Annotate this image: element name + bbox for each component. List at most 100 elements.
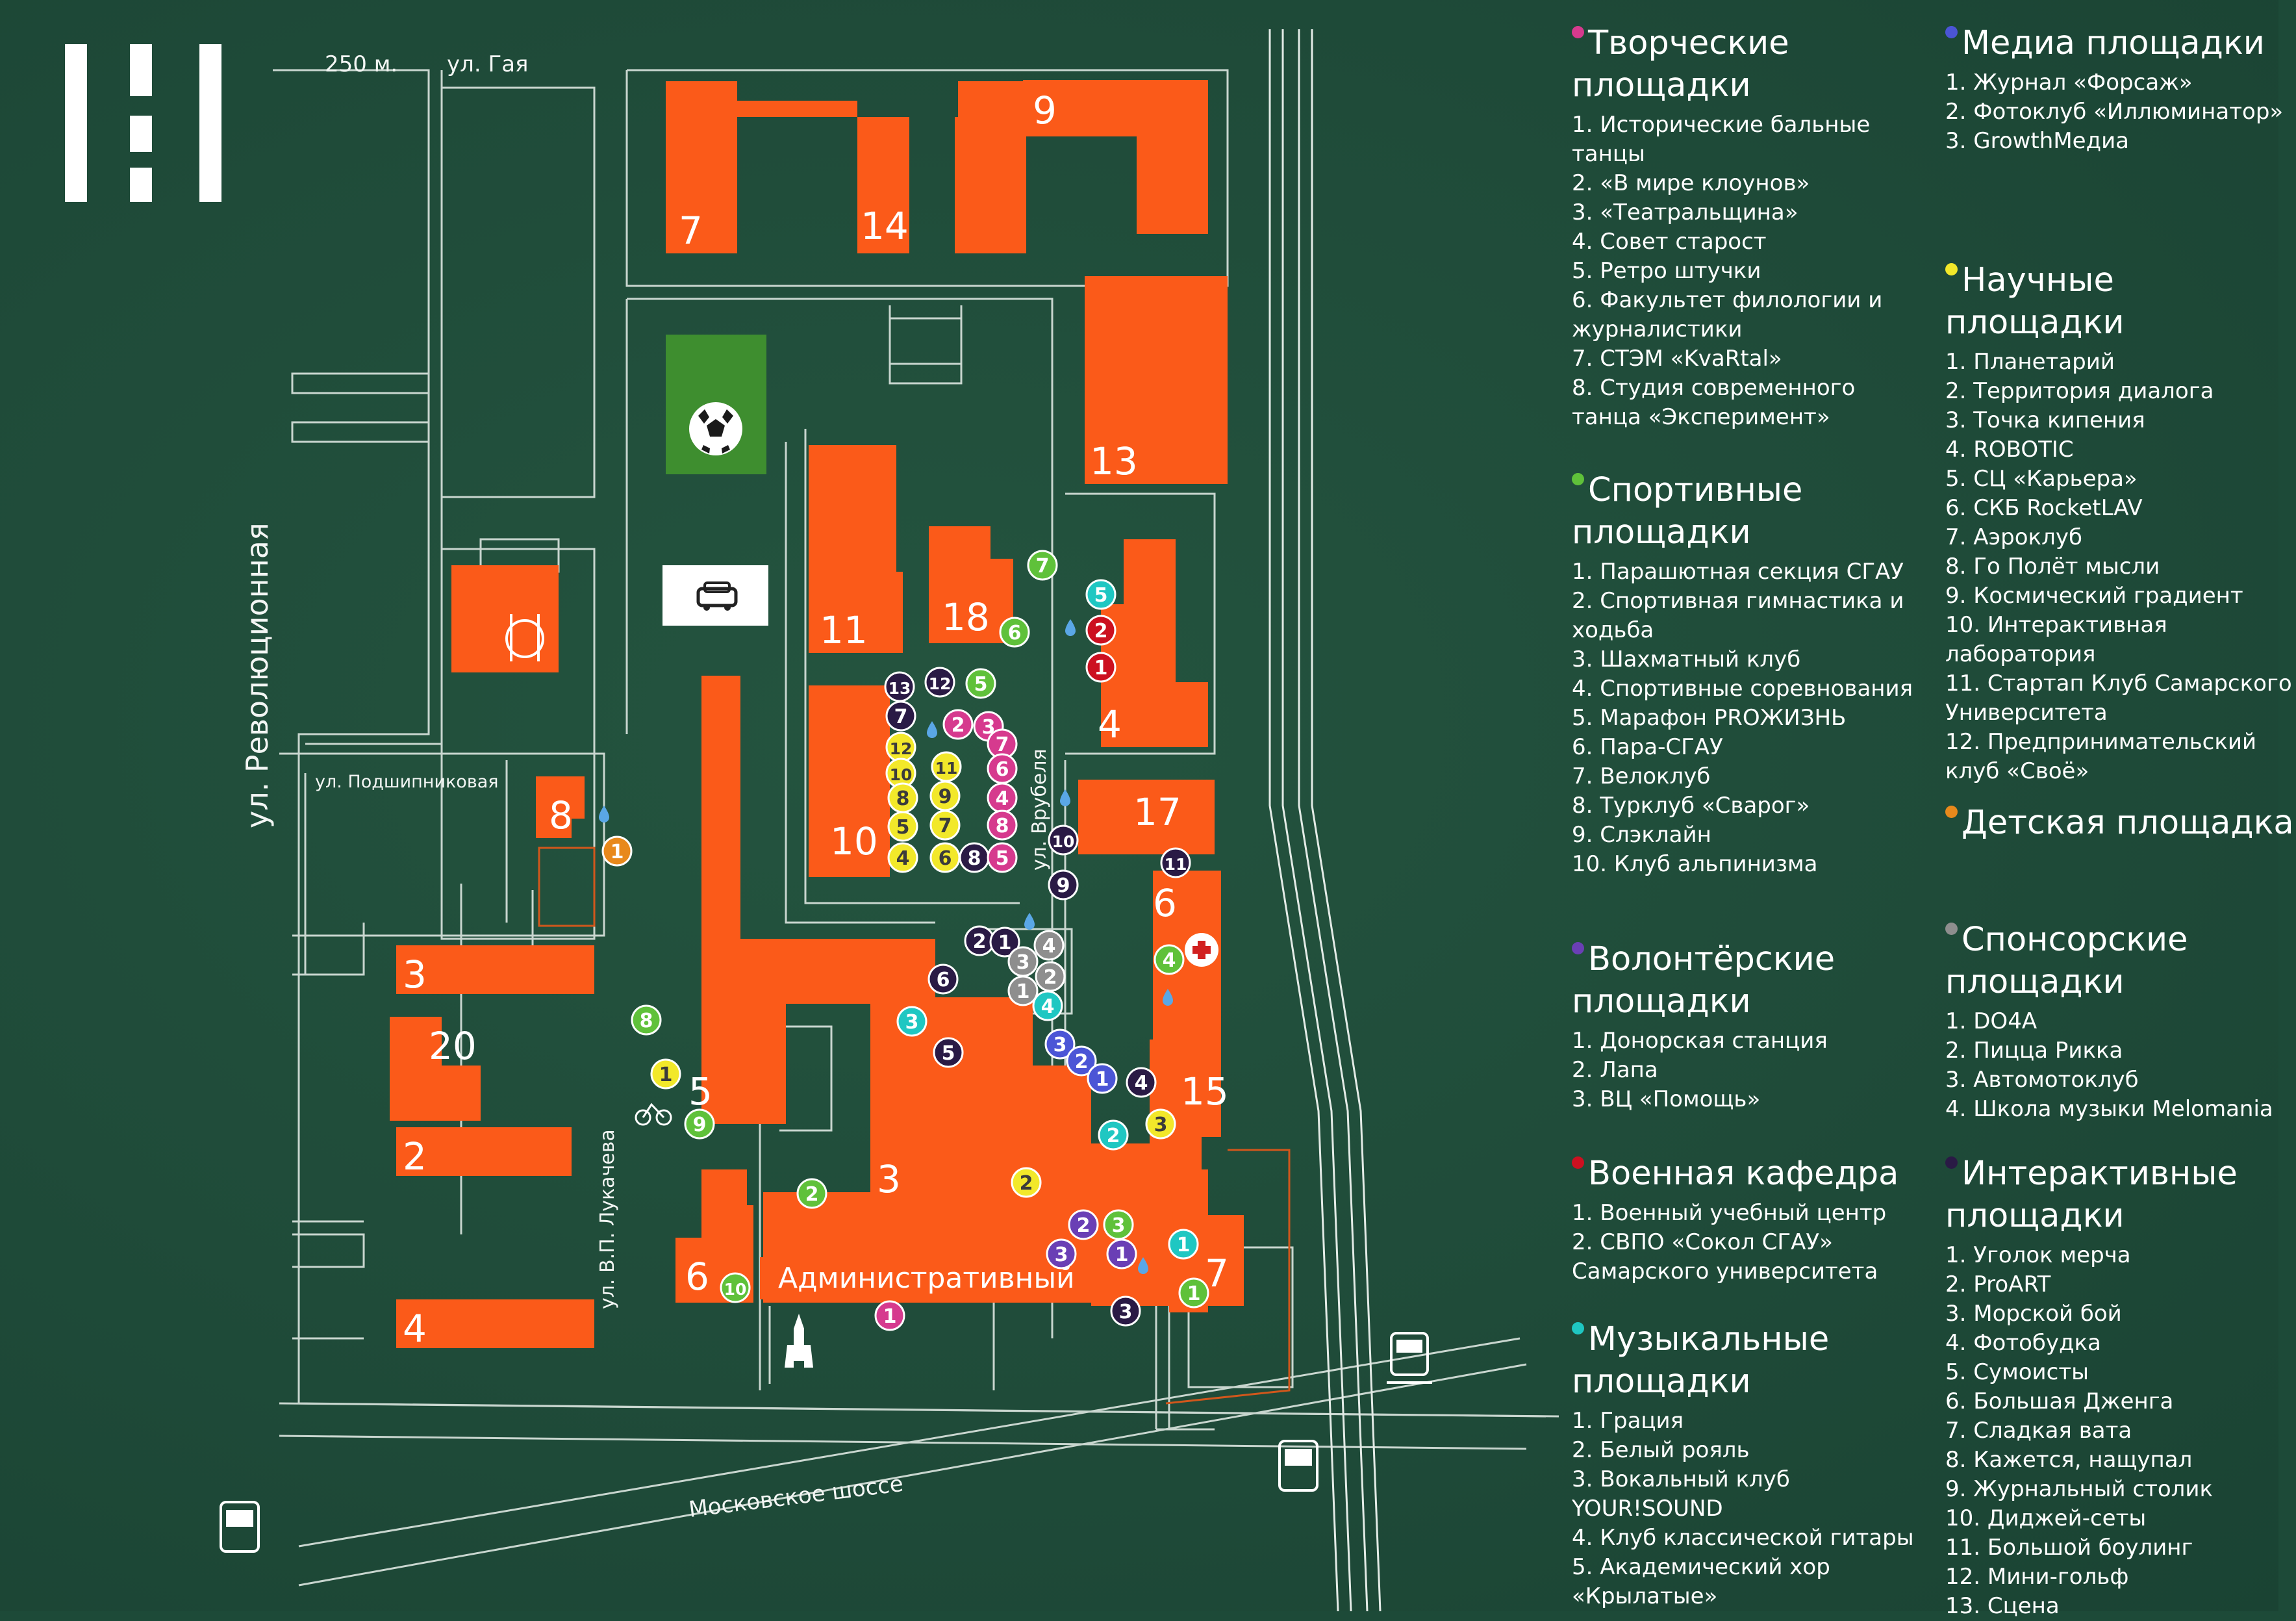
marker-interactive-5[interactable]: 5	[933, 1037, 964, 1068]
marker-circle	[1110, 1296, 1141, 1327]
bicycle-icon	[635, 1103, 672, 1126]
marker-sport-2[interactable]: 2	[796, 1178, 827, 1209]
kids-area	[538, 847, 596, 927]
legend-item: 1. Журнал «Форсаж»	[1945, 70, 2193, 96]
marker-media-2[interactable]: 2	[1066, 1045, 1097, 1077]
volunteer-dot-icon	[1572, 942, 1584, 954]
marker-interactive-6[interactable]: 6	[927, 964, 959, 995]
marker-science-12[interactable]: 12	[885, 732, 916, 763]
marker-science-5[interactable]: 5	[887, 811, 918, 842]
legend-item: 4. Фотобудка	[1945, 1330, 2101, 1356]
marker-science-10[interactable]: 10	[885, 758, 916, 789]
legend-item: 2. Спортивная гимнастика и ходьба	[1572, 588, 1904, 643]
marker-interactive-8[interactable]: 8	[959, 842, 990, 873]
marker-science-4[interactable]: 4	[887, 842, 918, 873]
marker-music-1[interactable]: 1	[1168, 1229, 1199, 1260]
marker-number: 1	[883, 1305, 897, 1328]
first-aid-icon	[1185, 933, 1218, 967]
legend-item: 7. Велоклуб	[1572, 763, 1711, 789]
legend-item: 9. Слэклайн	[1572, 822, 1711, 848]
marker-media-3[interactable]: 3	[1044, 1028, 1076, 1060]
marker-creative-7[interactable]: 7	[987, 728, 1018, 759]
legend-item: 2. Лапа	[1572, 1057, 1658, 1083]
legend-item: 3. Вокальный клуб YOUR!SOUND	[1572, 1466, 1790, 1522]
marker-number: 3	[1053, 1034, 1067, 1056]
cafe-icon	[451, 565, 559, 672]
marker-creative-5[interactable]: 5	[987, 842, 1018, 873]
marker-circle	[1103, 1209, 1134, 1240]
marker-circle	[1168, 1229, 1199, 1260]
marker-science-11[interactable]: 11	[931, 751, 962, 782]
marker-science-3[interactable]: 3	[1145, 1108, 1176, 1140]
legend-creative-title: Творческие площадки	[1572, 24, 1789, 105]
legend-military: Военная кафедра 1. Военный учебный центр…	[1572, 1153, 1923, 1286]
legend-item: 2. ProART	[1945, 1271, 2051, 1297]
marker-number: 2	[952, 714, 965, 737]
marker-sponsor-2[interactable]: 2	[1035, 961, 1066, 992]
marker-interactive-3[interactable]: 3	[1110, 1296, 1141, 1327]
marker-circle	[999, 617, 1030, 648]
marker-interactive-4[interactable]: 4	[1126, 1067, 1157, 1098]
marker-interactive-2[interactable]: 2	[964, 925, 995, 956]
marker-interactive-10[interactable]: 10	[1048, 824, 1079, 856]
building-13: 13	[1090, 439, 1138, 483]
marker-sport-7[interactable]: 7	[1027, 550, 1058, 581]
marker-circle	[1085, 579, 1116, 610]
marker-circle	[924, 667, 955, 698]
marker-interactive-9[interactable]: 9	[1048, 869, 1079, 900]
marker-sport-10[interactable]: 10	[720, 1272, 751, 1303]
marker-science-1[interactable]: 1	[650, 1058, 681, 1090]
legend-science-title: Научные площадки	[1945, 261, 2125, 342]
marker-science-6[interactable]: 6	[929, 842, 961, 873]
legend-item: 3. Точка кипения	[1945, 407, 2145, 433]
marker-military-1[interactable]: 1	[1085, 652, 1116, 683]
marker-music-5[interactable]: 5	[1085, 579, 1116, 610]
legend-item: 8. Кажется, нащупал	[1945, 1447, 2193, 1473]
marker-volunteer-3[interactable]: 3	[1046, 1238, 1077, 1270]
building-8: 8	[549, 793, 573, 837]
sport-dot-icon	[1572, 473, 1584, 485]
marker-volunteer-1[interactable]: 1	[1106, 1238, 1137, 1270]
marker-interactive-13[interactable]: 13	[884, 671, 915, 702]
marker-number: 9	[1057, 874, 1070, 897]
building-18: 18	[942, 595, 990, 639]
legend-item: 10. Диджей-сеты	[1945, 1505, 2147, 1531]
marker-creative-2[interactable]: 2	[942, 709, 974, 740]
marker-creative-6[interactable]: 6	[987, 753, 1018, 784]
marker-sponsor-1[interactable]: 1	[1007, 975, 1039, 1006]
marker-music-4[interactable]: 4	[1032, 990, 1063, 1021]
marker-music-3[interactable]: 3	[896, 1006, 927, 1037]
building-17: 17	[1133, 790, 1181, 834]
marker-science-7[interactable]: 7	[929, 810, 961, 841]
marker-creative-8[interactable]: 8	[987, 810, 1018, 841]
marker-sport-8[interactable]: 8	[631, 1004, 662, 1036]
marker-science-2[interactable]: 2	[1011, 1167, 1042, 1198]
marker-military-2[interactable]: 2	[1085, 615, 1116, 646]
marker-circle	[1007, 975, 1039, 1006]
marker-creative-1[interactable]: 1	[874, 1300, 905, 1331]
marker-sport-3[interactable]: 3	[1103, 1209, 1134, 1240]
marker-interactive-7[interactable]: 7	[885, 700, 916, 732]
marker-sport-4[interactable]: 4	[1154, 944, 1185, 975]
marker-sport-5[interactable]: 5	[965, 668, 996, 699]
marker-music-2[interactable]: 2	[1098, 1119, 1129, 1151]
marker-sponsor-4[interactable]: 4	[1033, 930, 1065, 961]
marker-media-1[interactable]: 1	[1087, 1063, 1118, 1094]
legend-item: 4. Школа музыки Melomania	[1945, 1096, 2273, 1122]
marker-interactive-11[interactable]: 11	[1160, 847, 1191, 878]
legend-item: 1. DO4A	[1945, 1008, 2037, 1034]
marker-science-8[interactable]: 8	[887, 782, 918, 813]
marker-creative-4[interactable]: 4	[987, 782, 1018, 813]
marker-number: 1	[1115, 1244, 1129, 1266]
marker-sport-6[interactable]: 6	[999, 617, 1030, 648]
marker-sponsor-3[interactable]: 3	[1007, 946, 1039, 977]
marker-interactive-12[interactable]: 12	[924, 667, 955, 698]
street-gaya: ул. Гая	[447, 51, 529, 77]
marker-science-9[interactable]: 9	[929, 780, 961, 811]
marker-volunteer-2[interactable]: 2	[1068, 1209, 1099, 1240]
marker-kids-1[interactable]: 1	[601, 836, 633, 867]
marker-sport-1[interactable]: 1	[1178, 1277, 1209, 1308]
marker-number: 5	[1094, 584, 1108, 607]
marker-sport-9[interactable]: 9	[684, 1108, 715, 1140]
marker-interactive-1[interactable]: 1	[989, 926, 1020, 958]
